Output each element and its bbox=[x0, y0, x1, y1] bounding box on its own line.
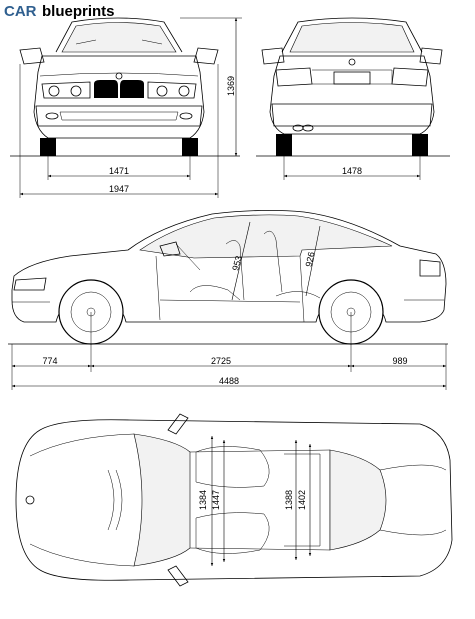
front-overhang-label: 774 bbox=[42, 356, 57, 366]
front-width-label: 1947 bbox=[109, 184, 129, 194]
overall-length-label: 4488 bbox=[219, 376, 239, 386]
front-track-label: 1471 bbox=[109, 166, 129, 176]
front-dimensions: 1369 1471 1947 bbox=[19, 17, 242, 198]
rear-view bbox=[256, 17, 450, 157]
rear-headroom-label: 926 bbox=[304, 251, 317, 268]
top-view: 1384 1447 1388 1402 bbox=[15, 413, 453, 587]
logo-blueprints-text: blueprints bbox=[42, 3, 115, 20]
rear-shoulder-label: 1388 bbox=[284, 490, 294, 510]
front-height-label: 1369 bbox=[226, 76, 236, 96]
rear-overhang-label: 989 bbox=[392, 356, 407, 366]
front-headroom-label: 953 bbox=[230, 255, 244, 272]
rear-elbow-label: 1402 bbox=[297, 490, 307, 510]
logo: CAR blueprints bbox=[4, 3, 115, 20]
side-view: 953 926 bbox=[8, 210, 448, 345]
side-dimensions: 774 2725 989 4488 bbox=[11, 312, 447, 390]
wheelbase-label: 2725 bbox=[211, 356, 231, 366]
rear-track-label: 1478 bbox=[342, 166, 362, 176]
front-elbow-label: 1447 bbox=[211, 490, 221, 510]
rear-dimensions: 1478 bbox=[283, 156, 421, 180]
front-view bbox=[10, 17, 240, 157]
logo-car-text: CAR bbox=[4, 3, 37, 20]
front-shoulder-label: 1384 bbox=[198, 490, 208, 510]
